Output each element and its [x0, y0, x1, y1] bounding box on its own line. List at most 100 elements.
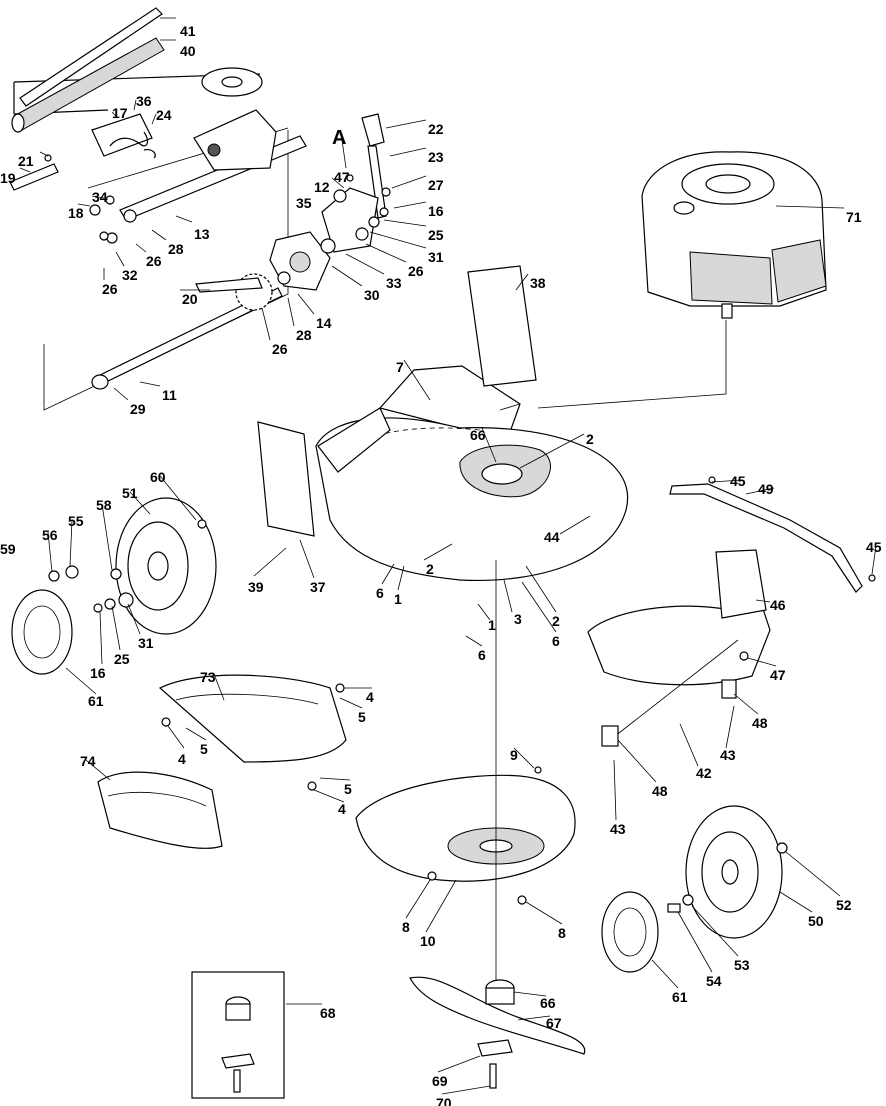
part-label-9: 9 — [510, 747, 518, 763]
part-label-20: 20 — [182, 291, 198, 307]
part-label-28b: 28 — [296, 327, 312, 343]
washer-53 — [682, 894, 694, 906]
hinge-rod-41 — [19, 7, 163, 107]
left-wheel-assembly — [11, 497, 217, 675]
part-label-7: 7 — [396, 359, 404, 375]
part-label-34: 34 — [92, 189, 108, 205]
hubcap-inner — [23, 605, 61, 659]
part-label-48a: 48 — [752, 715, 768, 731]
hubcap-61 — [11, 589, 73, 675]
fuel-cap — [673, 201, 695, 215]
part-label-5a: 5 — [358, 709, 366, 725]
part-label-4b: 4 — [178, 751, 186, 767]
gear-cover-hub — [289, 251, 311, 273]
part-label-74: 74 — [80, 753, 96, 769]
bolt-70 — [489, 1063, 497, 1089]
blade-baffle-10 — [355, 766, 576, 905]
bolt-8a — [427, 871, 437, 881]
chute-cover-74 — [97, 771, 223, 849]
part-label-11: 11 — [162, 387, 177, 403]
engine-top-center — [705, 174, 751, 194]
engine-cooling-fins — [689, 251, 773, 305]
deck-leader — [499, 403, 521, 411]
handle-49 — [669, 483, 863, 593]
part-label-60: 60 — [150, 469, 166, 485]
chute-cover-rim — [107, 792, 207, 807]
pulley-hub — [221, 76, 243, 88]
right-wheel-assembly — [601, 805, 788, 973]
washer-34 — [105, 195, 115, 205]
part-label-73: 73 — [200, 669, 216, 685]
part-label-33: 33 — [386, 275, 402, 291]
bag-frame-46 — [715, 549, 767, 619]
flap-roll-end — [11, 113, 25, 133]
part-label-12: 12 — [314, 179, 330, 195]
bracket-17 — [91, 113, 153, 157]
part-label-48b: 48 — [652, 783, 668, 799]
leader-lines — [0, 0, 877, 1095]
part-label-31a: 31 — [428, 249, 444, 265]
gear-hub — [207, 143, 221, 157]
bushing-31b — [118, 592, 134, 608]
rear-axle-assembly — [43, 67, 331, 411]
part-label-22: 22 — [428, 121, 444, 137]
deck-hidden-edge — [329, 427, 481, 463]
part-label-8b: 8 — [558, 925, 566, 941]
bolt-45b — [868, 574, 876, 582]
bracket-48b — [601, 725, 619, 747]
part-label-6b: 6 — [552, 633, 560, 649]
part-label-29: 29 — [130, 401, 146, 417]
pin-47 — [346, 174, 354, 182]
part-label-27: 27 — [428, 177, 444, 193]
part-label-4a: 4 — [366, 689, 374, 705]
part-label-5c: 5 — [344, 781, 352, 797]
part-label-14: 14 — [316, 315, 332, 331]
leaders-top-left — [19, 17, 193, 280]
drive-chain — [195, 277, 263, 293]
part-label-49: 49 — [758, 481, 774, 497]
part-label-24: 24 — [156, 107, 172, 123]
discharge-chute-assembly — [97, 674, 347, 849]
part-label-55: 55 — [68, 513, 84, 529]
part-label-8a: 8 — [402, 919, 410, 935]
part-label-45a: 45 — [730, 473, 746, 489]
part-label-59: 59 — [0, 541, 16, 557]
rear-door-assembly — [9, 7, 261, 191]
bushing-32 — [106, 232, 118, 244]
detail-adapter-base — [225, 1003, 251, 1021]
part-label-23: 23 — [428, 149, 444, 165]
part-label-25b: 25 — [114, 651, 130, 667]
part-label-43b: 43 — [610, 821, 626, 837]
grass-bag-mount-46 — [587, 605, 771, 686]
part-label-47a: 47 — [334, 169, 350, 185]
bolt-18 — [89, 204, 101, 216]
bushing-29 — [91, 374, 109, 390]
leaders-top-middle — [113, 119, 427, 401]
part-label-67: 67 — [546, 1015, 562, 1031]
washer-52 — [776, 842, 788, 854]
part-label-10: 10 — [420, 933, 436, 949]
part-label-26d: 26 — [272, 341, 288, 357]
part-label-36: 36 — [136, 93, 152, 109]
detail-washer — [221, 1053, 255, 1069]
part-label-43a: 43 — [720, 747, 736, 763]
blade-67 — [409, 976, 586, 1055]
part-label-16a: 16 — [428, 203, 444, 219]
part-label-39: 39 — [248, 579, 264, 595]
detail-bolt — [233, 1069, 241, 1093]
bolt-9 — [534, 766, 542, 774]
part-label-21: 21 — [18, 153, 34, 169]
part-label-58: 58 — [96, 497, 112, 513]
part-label-6a: 6 — [376, 585, 384, 601]
hubcap-61b — [601, 891, 659, 973]
rear-shield-38 — [467, 265, 537, 387]
part-label-A: A — [332, 127, 346, 149]
part-label-38: 38 — [530, 275, 546, 291]
side-bracket-37 — [257, 421, 315, 537]
part-label-44: 44 — [544, 529, 560, 545]
spring-24 — [143, 149, 156, 159]
part-label-19: 19 — [0, 170, 16, 186]
deck-pulley-66 — [481, 463, 523, 485]
washer-16b — [93, 603, 103, 613]
